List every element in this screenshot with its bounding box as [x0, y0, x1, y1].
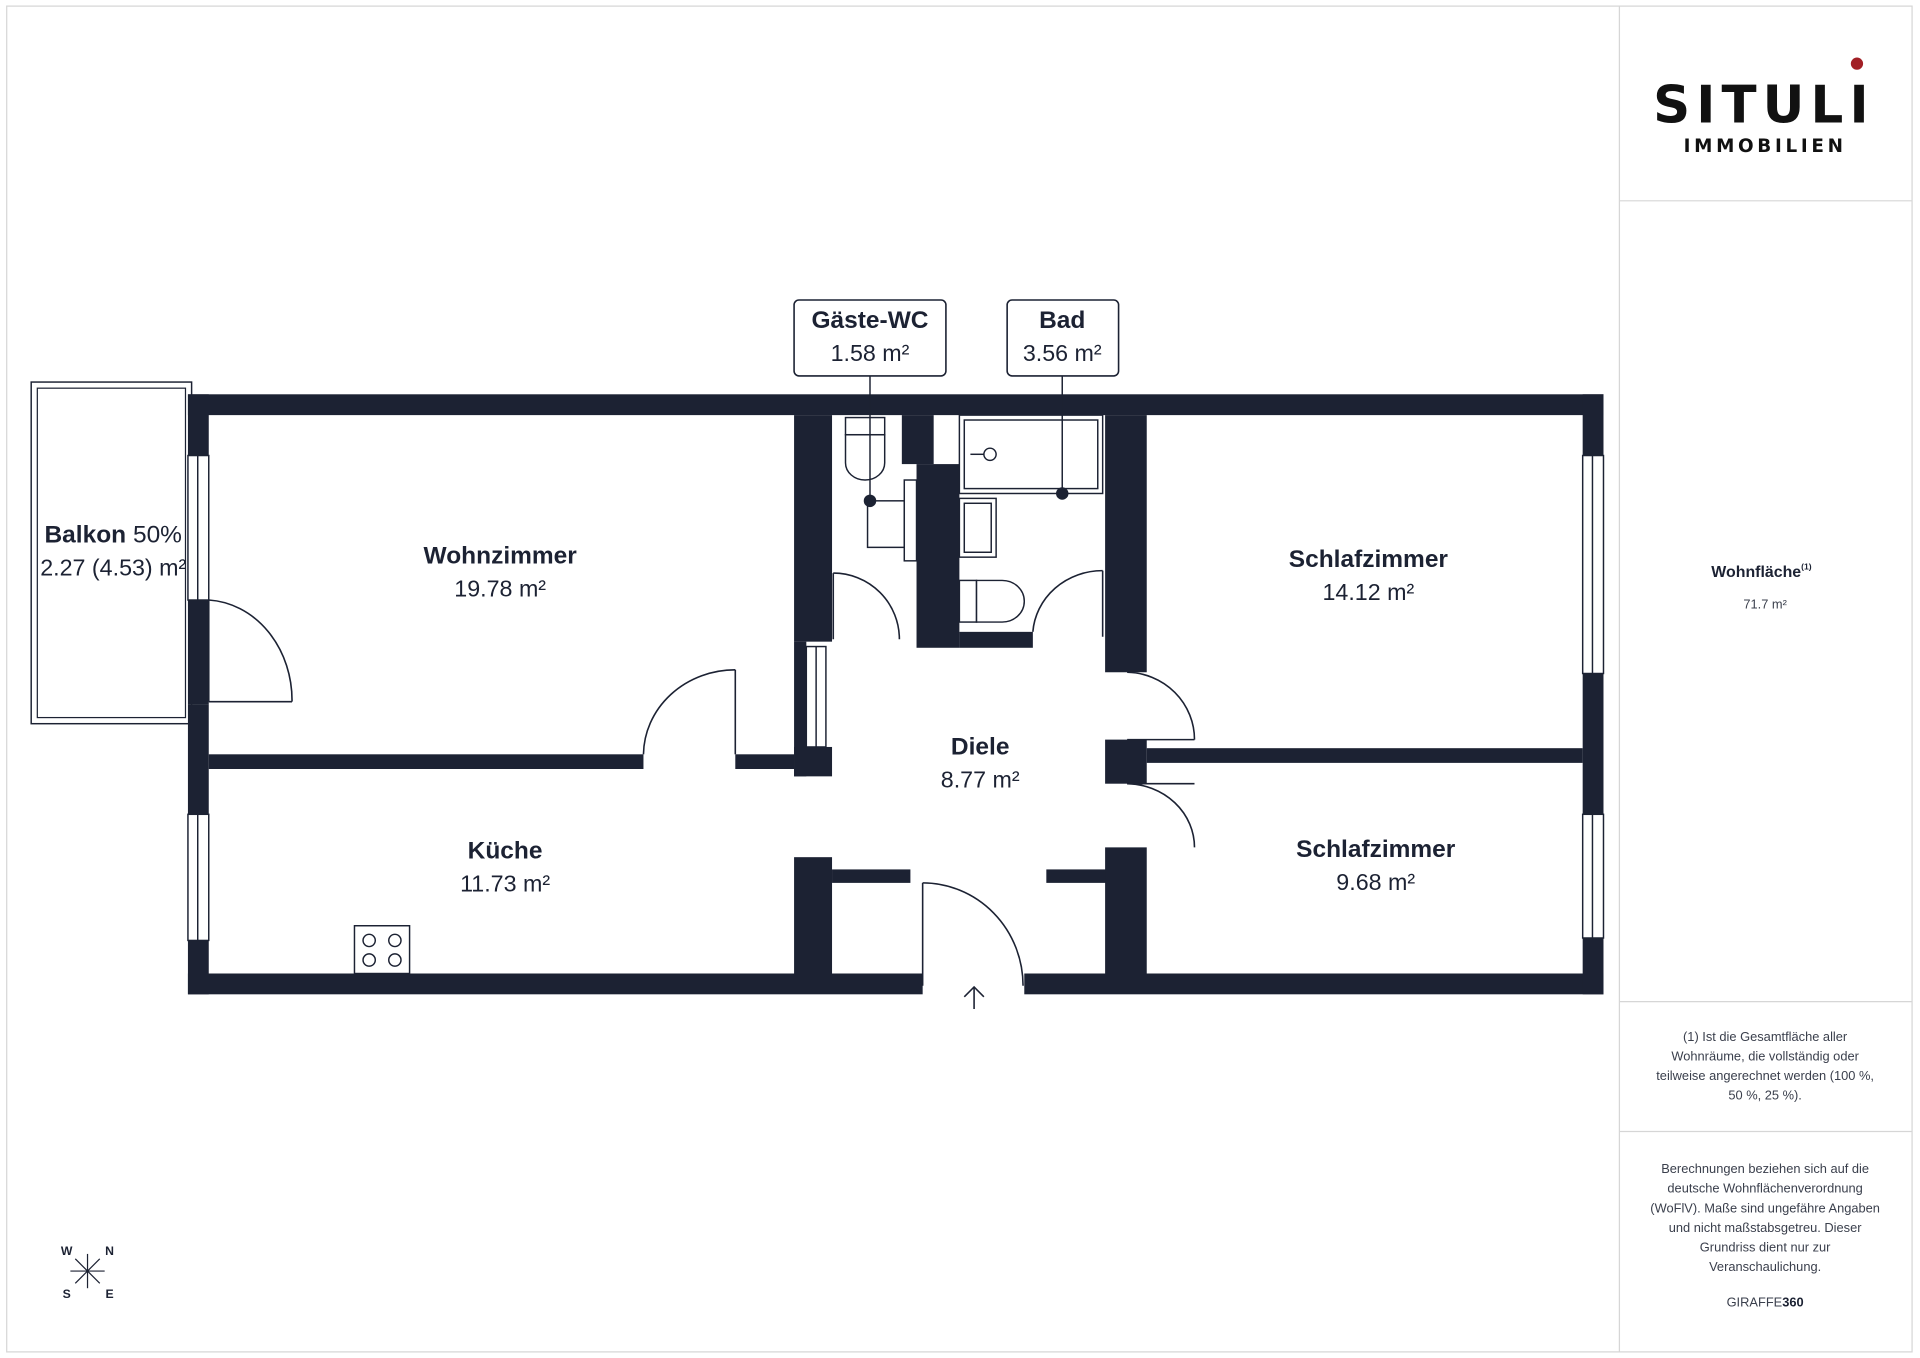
- credit-suffix: 360: [1782, 1295, 1803, 1310]
- entrance-arrow-icon: [963, 985, 985, 1010]
- wohnflaeche-value: 71.7 m²: [1743, 597, 1787, 612]
- disclaimer: Berechnungen beziehen sich auf die deuts…: [1650, 1161, 1880, 1274]
- room-label-gaeste-wc: Gäste-WC 1.58 m²: [811, 307, 928, 366]
- room-label-schlafzimmer-1: Schlafzimmer 14.12 m²: [1289, 546, 1449, 605]
- wohnflaeche-sup: (1): [1801, 561, 1812, 571]
- room-label-wohnzimmer: Wohnzimmer 19.78 m²: [424, 542, 578, 601]
- brand-dot: [1850, 57, 1864, 70]
- bad-toilet-icon: [958, 579, 1026, 623]
- schlafzimmer1-name: Schlafzimmer: [1289, 546, 1449, 573]
- room-label-bad: Bad 3.56 m²: [1023, 307, 1102, 366]
- windows: [187, 454, 1605, 942]
- sink-icon: [866, 479, 918, 562]
- room-label-kueche: Küche 11.73 m²: [460, 837, 550, 896]
- compass-s: S: [63, 1287, 71, 1301]
- footnote-line: teilweise angerechnet werden (100 %,: [1656, 1068, 1874, 1083]
- disclaimer-line: und nicht maßstabsgetreu. Dieser: [1669, 1220, 1862, 1235]
- disclaimer-line: Veranschaulichung.: [1709, 1259, 1821, 1274]
- room-label-balkon: Balkon 50% 2.27 (4.53) m²: [40, 521, 186, 580]
- wohnflaeche-label-line: Wohnfläche(1): [1711, 561, 1811, 580]
- footnote-line: 50 %, 25 %).: [1728, 1088, 1802, 1103]
- disclaimer-line: Berechnungen beziehen sich auf die: [1661, 1161, 1869, 1176]
- stove-icon: [353, 925, 411, 975]
- svg-text:Balkon 50%: Balkon 50%: [45, 521, 182, 548]
- bathtub-icon: [958, 414, 1104, 495]
- kueche-area: 11.73 m²: [460, 870, 550, 896]
- schlafzimmer2-area: 9.68 m²: [1336, 869, 1415, 895]
- bad-name: Bad: [1039, 307, 1085, 334]
- sidebar: Wohnfläche(1) 71.7 m² (1) Ist die Gesamt…: [1650, 561, 1880, 1309]
- balkon-suffix: 50%: [126, 521, 182, 548]
- gaeste-wc-name: Gäste-WC: [811, 307, 928, 334]
- compass-w: W: [61, 1244, 73, 1258]
- schlafzimmer2-name: Schlafzimmer: [1296, 836, 1456, 863]
- room-labels: Balkon 50% 2.27 (4.53) m² Wohnzimmer 19.…: [40, 307, 1456, 896]
- toilet-icon: [844, 416, 886, 481]
- balcony: [30, 381, 193, 725]
- compass-e: E: [105, 1287, 113, 1301]
- room-label-schlafzimmer-2: Schlafzimmer 9.68 m²: [1296, 836, 1456, 895]
- wohnzimmer-name: Wohnzimmer: [424, 542, 578, 569]
- balkon-name: Balkon: [45, 521, 127, 548]
- sidebar-dividers: [1618, 6, 1913, 1352]
- compass-n: N: [105, 1244, 114, 1258]
- wohnzimmer-area: 19.78 m²: [454, 575, 546, 601]
- walls: [187, 394, 1604, 995]
- diele-name: Diele: [951, 733, 1010, 760]
- kueche-name: Küche: [468, 837, 543, 864]
- brand-name: SITULI: [1653, 75, 1875, 135]
- page-frame: [6, 5, 1913, 1353]
- compass-icon: W N S E: [61, 1244, 114, 1301]
- disclaimer-line: Grundriss dient nur zur: [1700, 1239, 1831, 1254]
- footnote: (1) Ist die Gesamtfläche aller Wohnräume…: [1656, 1029, 1874, 1103]
- brand-logo: SITULI IMMOBILIEN: [1653, 57, 1875, 157]
- wohnflaeche-label: Wohnfläche: [1711, 564, 1801, 581]
- brand-subtitle: IMMOBILIEN: [1684, 136, 1847, 157]
- callout-boxes: [793, 299, 1120, 377]
- footnote-line: Wohnräume, die vollständig oder: [1671, 1048, 1859, 1063]
- credit-prefix: GIRAFFE: [1727, 1295, 1783, 1310]
- balkon-area: 2.27 (4.53) m²: [40, 555, 186, 581]
- callout-lines: [863, 374, 1069, 508]
- doors: [207, 569, 1196, 986]
- fixtures: [353, 414, 1104, 975]
- footnote-line: (1) Ist die Gesamtfläche aller: [1683, 1029, 1848, 1044]
- room-label-diele: Diele 8.77 m²: [941, 733, 1020, 792]
- bad-area: 3.56 m²: [1023, 340, 1102, 366]
- gaeste-wc-area: 1.58 m²: [831, 340, 910, 366]
- disclaimer-line: deutsche Wohnflächenverordnung: [1667, 1181, 1862, 1196]
- credit: GIRAFFE360: [1727, 1295, 1804, 1310]
- disclaimer-line: (WoFlV). Maße sind ungefähre Angaben: [1650, 1200, 1880, 1215]
- bad-sink-icon: [958, 497, 997, 558]
- diele-area: 8.77 m²: [941, 766, 1020, 792]
- schlafzimmer1-area: 14.12 m²: [1322, 579, 1414, 605]
